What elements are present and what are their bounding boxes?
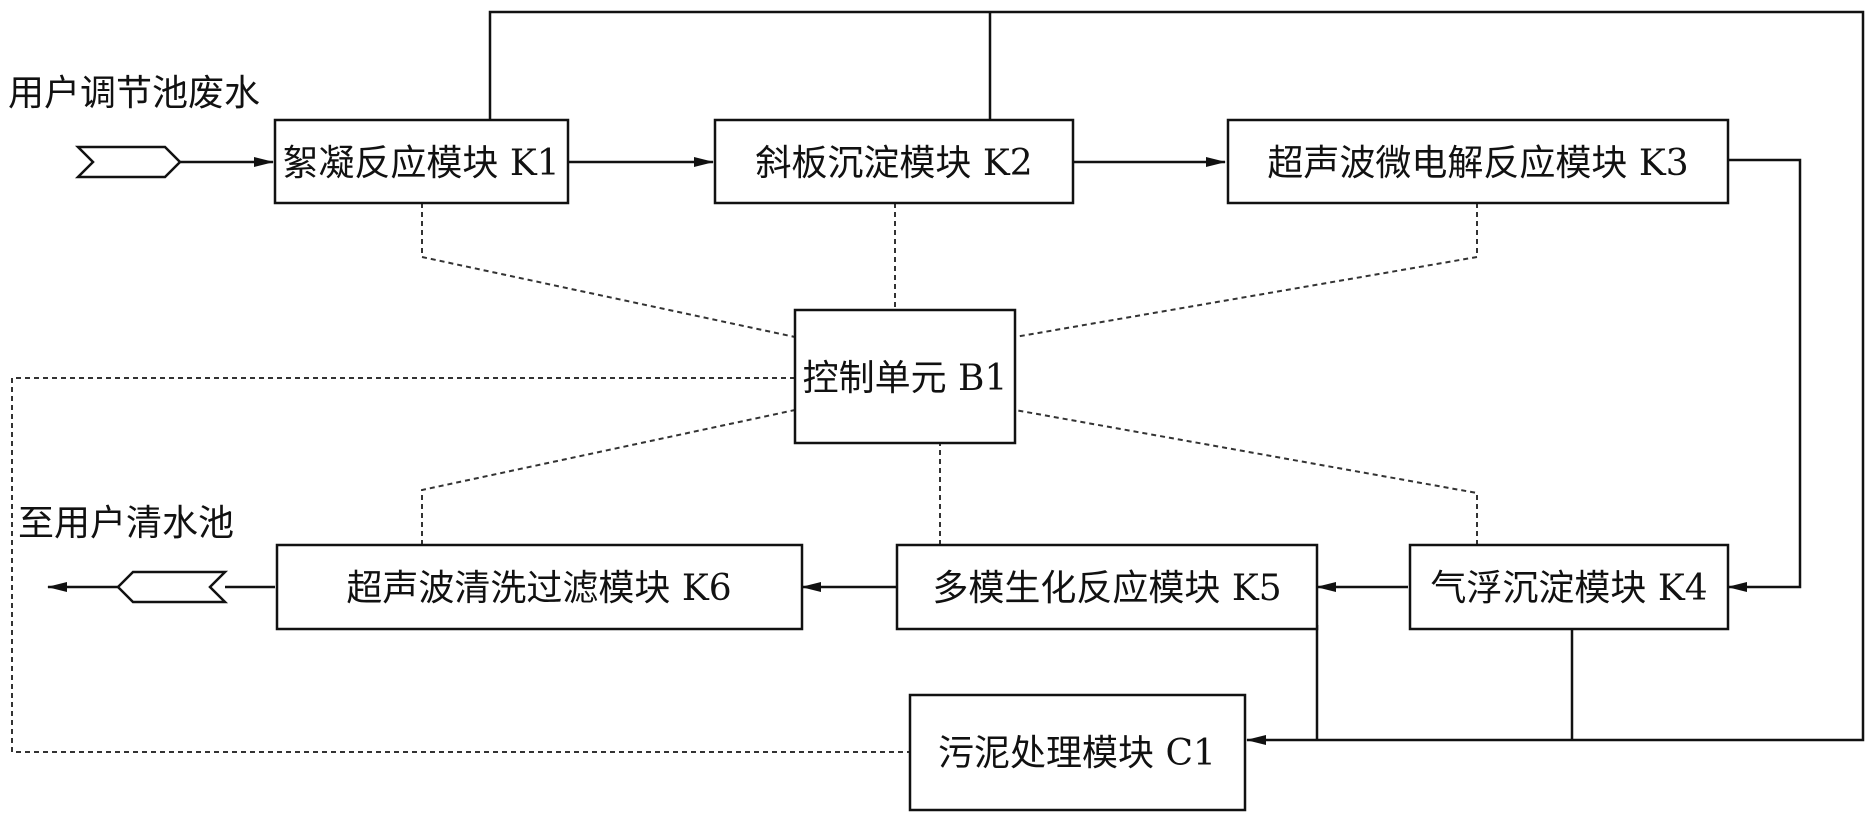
k3-to-k4-arrow bbox=[1727, 158, 1802, 592]
module-k3: 超声波微电解反应模块 K3 bbox=[1226, 118, 1730, 205]
control-unit-b1: 控制单元 B1 bbox=[793, 308, 1017, 445]
control-line-k1 bbox=[421, 203, 796, 338]
control-line-c1 bbox=[11, 377, 910, 753]
module-k6: 超声波清洗过滤模块 K6 bbox=[275, 543, 804, 631]
module-k5: 多模生化反应模块 K5 bbox=[895, 543, 1319, 631]
inlet-chevron-icon bbox=[74, 145, 182, 179]
module-c1: 污泥处理模块 C1 bbox=[908, 693, 1247, 812]
module-k1-label: 絮凝反应模块 K1 bbox=[282, 143, 559, 184]
module-k4-label: 气浮沉淀模块 K4 bbox=[1430, 568, 1707, 609]
control-line-k4 bbox=[1014, 409, 1478, 545]
sludge-return-line bbox=[488, 10, 1865, 745]
output-label: 至用户清水池 bbox=[18, 503, 234, 544]
outlet-chevron-icon bbox=[116, 570, 229, 604]
control-unit-b1-label: 控制单元 B1 bbox=[803, 358, 1008, 399]
module-c1-label: 污泥处理模块 C1 bbox=[938, 733, 1216, 774]
module-k5-label: 多模生化反应模块 K5 bbox=[932, 568, 1281, 609]
control-line-k6 bbox=[421, 409, 796, 545]
module-k2-label: 斜板沉淀模块 K2 bbox=[755, 143, 1032, 184]
module-k1: 絮凝反应模块 K1 bbox=[273, 118, 570, 205]
module-k3-label: 超声波微电解反应模块 K3 bbox=[1267, 143, 1688, 184]
module-k4: 气浮沉淀模块 K4 bbox=[1408, 543, 1730, 631]
control-line-k3 bbox=[1014, 203, 1478, 338]
module-k6-label: 超声波清洗过滤模块 K6 bbox=[346, 568, 731, 609]
source-label: 用户调节池废水 bbox=[8, 73, 260, 114]
module-k2: 斜板沉淀模块 K2 bbox=[713, 118, 1075, 205]
